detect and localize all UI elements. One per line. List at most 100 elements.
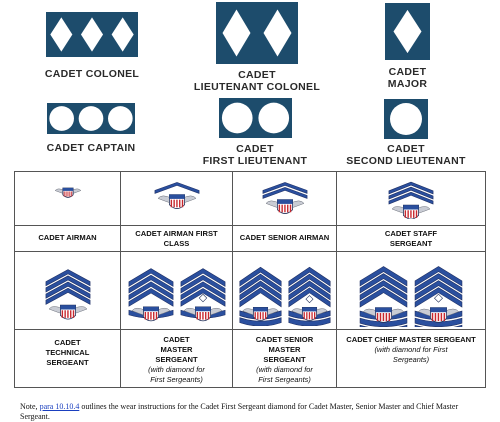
emblem-group (128, 268, 173, 322)
shield-stripe (283, 204, 286, 213)
shield-stripe (144, 311, 146, 320)
circle-icon (108, 106, 133, 131)
cadet-staff-sergeant-emblem (388, 181, 434, 219)
rocker-stripe (414, 324, 463, 327)
chevron-stripe (359, 280, 408, 301)
para-10-10-4-link[interactable]: para 10.10.4 (39, 402, 80, 411)
grade-label: CADET CHIEF MASTER SERGEANT (346, 335, 476, 344)
chevron-stripe (239, 280, 281, 301)
shield-stripe (407, 210, 409, 218)
shield-stripe (410, 210, 412, 218)
diamond-icon (222, 9, 251, 57)
shield-stripe (146, 311, 149, 320)
cadet-airman-emblem (54, 187, 81, 198)
insignia-plate-cadet-first-lieutenant (219, 98, 292, 138)
footnote-prefix: Note, (20, 402, 40, 411)
label-row: CADET TECHNICAL SERGEANT CADET MASTER SE… (14, 329, 486, 388)
shield-stripe (181, 199, 183, 208)
cadet-chief-master-sergeant-emblem (359, 266, 463, 327)
shield-stripe (259, 312, 261, 320)
shield-stripe (434, 313, 437, 322)
grade-label: CADET AIRMAN (38, 233, 97, 242)
insignia-symbols (221, 102, 290, 134)
shield-stripe (61, 310, 63, 318)
chevron-stripe (414, 273, 463, 294)
chevron-stripe (154, 182, 199, 194)
shield-chief (194, 306, 211, 312)
chevron-stripe (414, 266, 463, 287)
chevron-stripe (45, 269, 90, 287)
shield-stripe (68, 191, 70, 197)
shield-stripe (172, 199, 175, 208)
shield-stripe (254, 312, 256, 320)
diamond-icon (111, 17, 134, 52)
shield-stripe (278, 204, 280, 213)
emblem-cell (336, 251, 486, 330)
chevron-stripe (288, 287, 330, 308)
diamond-icon (50, 17, 73, 52)
cadet-airman-first-class-emblem (154, 182, 199, 209)
shield-chief (430, 307, 447, 313)
shield-stripe (152, 311, 154, 320)
chevron-stripe (414, 287, 463, 308)
shield-stripe (388, 313, 391, 322)
shield-stripe (431, 313, 434, 322)
insignia-plate-cadet-lieutenant-colonel (216, 2, 298, 64)
chevron-stripe (128, 288, 173, 307)
shield-stripe (63, 310, 66, 318)
chevron-stripe (288, 280, 330, 301)
chevron-stripe (288, 273, 330, 294)
shield-stripe (66, 310, 69, 318)
grade-label-cell: CADET MASTER SERGEANT (with diamond for … (120, 329, 233, 388)
shield-stripe (256, 312, 258, 320)
emblem-cell (232, 251, 337, 330)
chevron-stripe (388, 186, 434, 200)
shield-chief (252, 307, 268, 312)
first-sergeant-diamond-icon (434, 293, 443, 303)
chevron-stripe (288, 266, 330, 287)
insignia-label-cadet-major: CADET MAJOR (387, 66, 428, 90)
chevron-stripe (45, 275, 90, 293)
circle-icon (78, 106, 104, 131)
insignia-symbols (222, 9, 292, 57)
chevron-stripe (388, 181, 434, 195)
shield-stripe (70, 191, 72, 197)
rocker-stripe (239, 317, 281, 326)
shield-stripe (63, 191, 65, 197)
shield-stripe (207, 311, 209, 320)
diamond-icon (393, 9, 422, 54)
emblem-cell (120, 171, 233, 226)
first-sergeant-diamond-icon (305, 295, 313, 304)
chevron-stripe (359, 287, 408, 308)
shield-stripe (261, 312, 264, 320)
chevron-stripe (128, 274, 173, 294)
shield-stripe (415, 210, 418, 218)
shield-chief (301, 307, 317, 312)
chevron-stripe (239, 273, 281, 294)
shield-chief (403, 205, 419, 210)
insignia-plate-cadet-captain (47, 103, 135, 134)
grade-label-cell: CADET CHIEF MASTER SERGEANT (with diamon… (336, 329, 486, 388)
insignia-plate-cadet-colonel (46, 12, 138, 57)
shield-stripe (66, 191, 68, 197)
label-row: CADET AIRMAN CADET AIRMAN FIRST CLASS CA… (14, 225, 486, 252)
rocker-stripe (288, 317, 330, 326)
chevron-stripe (359, 273, 408, 294)
first-sergeant-note: (with diamond for First Sergeants) (148, 365, 205, 384)
shield-stripe (264, 312, 266, 320)
chevron-stripe (180, 288, 225, 307)
shield-stripe (196, 311, 198, 320)
insignia-symbols (49, 106, 133, 131)
shield-stripe (175, 199, 178, 208)
shield-stripe (440, 313, 443, 322)
cadet-senior-master-sergeant-emblem (239, 266, 330, 326)
emblem-group (359, 266, 408, 327)
insignia-symbols (393, 9, 422, 54)
emblem-row (14, 251, 486, 330)
grade-label-cell: CADET AIRMAN (14, 225, 121, 252)
shield-stripe (303, 312, 305, 320)
chevron-stripe (388, 191, 434, 205)
emblem-cell (336, 171, 486, 226)
shield-stripe (204, 311, 206, 320)
cadet-technical-sergeant-emblem (45, 269, 90, 320)
